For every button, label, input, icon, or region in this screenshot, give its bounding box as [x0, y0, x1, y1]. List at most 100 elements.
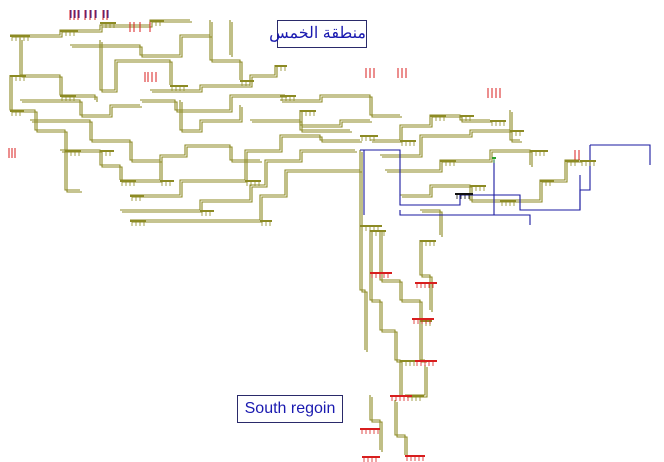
- line-south-1: [371, 232, 403, 397]
- bus-bar: [65, 150, 81, 152]
- hv-line-4: [590, 144, 651, 165]
- south-region-label: South regoin: [237, 395, 343, 423]
- line-west-1: [19, 38, 96, 100]
- line-south-9: [420, 209, 441, 235]
- bus-bar: [400, 360, 416, 362]
- bus-bar-black: [455, 193, 473, 195]
- line-south-8: [394, 400, 406, 455]
- line-south-7: [369, 395, 381, 450]
- line-center-6: [252, 121, 352, 133]
- bus-bar: [130, 220, 146, 222]
- bus-bar: [360, 135, 378, 137]
- bus-bar: [540, 180, 554, 182]
- line-west-5: [62, 151, 123, 182]
- line-center-3: [130, 134, 360, 196]
- line-south-5: [407, 367, 428, 398]
- line-center-1: [181, 102, 243, 133]
- bus-bar-red: [405, 455, 425, 457]
- line-south-7: [371, 397, 383, 452]
- line-center-1: [179, 100, 241, 131]
- line-east-2: [382, 131, 512, 158]
- bus-bar: [120, 180, 136, 182]
- bus-bar-red: [412, 318, 434, 320]
- bus-bar: [460, 115, 474, 117]
- line-south-3: [421, 242, 433, 312]
- bus-bar: [420, 240, 436, 242]
- line-east-1: [370, 114, 490, 141]
- line-north-2: [99, 40, 171, 91]
- line-north-4: [152, 67, 278, 93]
- bus-bar: [565, 160, 579, 162]
- line-north-6: [282, 96, 402, 118]
- line-east-4: [402, 186, 502, 203]
- bus-bar: [100, 150, 114, 152]
- line-north-8: [211, 22, 243, 82]
- line-east-3: [385, 149, 531, 171]
- line-center-4: [120, 149, 355, 211]
- bus-bar: [100, 22, 116, 24]
- line-east-6: [511, 112, 522, 143]
- bus-bar-red: [415, 360, 437, 362]
- line-center-4: [122, 151, 357, 213]
- bus-bar: [60, 30, 78, 32]
- bus-bar: [430, 115, 446, 117]
- line-west-4: [30, 119, 160, 161]
- line-east-1: [372, 116, 492, 143]
- bus-bar-red: [370, 272, 392, 274]
- bus-bar: [160, 180, 174, 182]
- line-north-2: [101, 42, 173, 93]
- line-center-2: [122, 146, 262, 183]
- line-east-2: [380, 129, 510, 156]
- bus-bar-green: [492, 157, 496, 159]
- bus-bar-red: [415, 282, 437, 284]
- line-north-5: [142, 96, 287, 113]
- bus-bar-red: [362, 456, 380, 458]
- bus-bar: [200, 210, 214, 212]
- hv-line-2: [399, 210, 531, 225]
- line-west-3: [22, 101, 142, 118]
- line-south-5: [405, 365, 426, 396]
- line-west-1: [21, 40, 98, 102]
- line-south-3: [419, 240, 431, 310]
- bus-bar: [500, 200, 516, 202]
- bus-bar: [490, 120, 506, 122]
- bus-bar: [410, 395, 424, 397]
- bus-bar: [280, 95, 296, 97]
- line-center-2: [120, 144, 260, 181]
- line-center-5: [132, 171, 362, 223]
- line-west-5: [60, 149, 121, 180]
- bus-bar-red: [360, 428, 380, 430]
- bus-bar: [400, 140, 416, 142]
- feeder-stubs: [8, 10, 595, 462]
- bus-bar: [10, 75, 26, 77]
- line-north-3: [72, 36, 212, 58]
- line-south-6: [361, 227, 368, 352]
- line-center-6: [250, 119, 350, 131]
- bus-bar: [360, 225, 382, 227]
- bus-bar: [275, 65, 287, 67]
- bus-bar: [245, 180, 261, 182]
- line-center-5: [130, 169, 360, 221]
- line-south-9: [422, 211, 443, 237]
- line-west-6: [66, 152, 82, 193]
- transmission-lines-olive: [9, 19, 582, 457]
- line-center-3: [132, 136, 362, 198]
- line-west-4: [32, 121, 162, 163]
- bus-bar: [10, 35, 30, 37]
- bus-bar: [60, 95, 76, 97]
- line-north-6: [280, 94, 400, 116]
- bus-bar: [10, 110, 24, 112]
- line-north-7: [299, 110, 370, 126]
- bus-bar: [510, 130, 524, 132]
- line-south-1: [369, 230, 401, 395]
- bus-bar: [240, 80, 254, 82]
- line-north-5: [140, 94, 285, 111]
- line-south-2: [379, 230, 421, 320]
- bus-bar: [170, 85, 188, 87]
- bus-bar: [580, 160, 596, 162]
- bus-bar: [260, 220, 272, 222]
- bus-bar: [130, 195, 144, 197]
- bus-bars: [10, 20, 596, 458]
- bus-bar: [530, 150, 548, 152]
